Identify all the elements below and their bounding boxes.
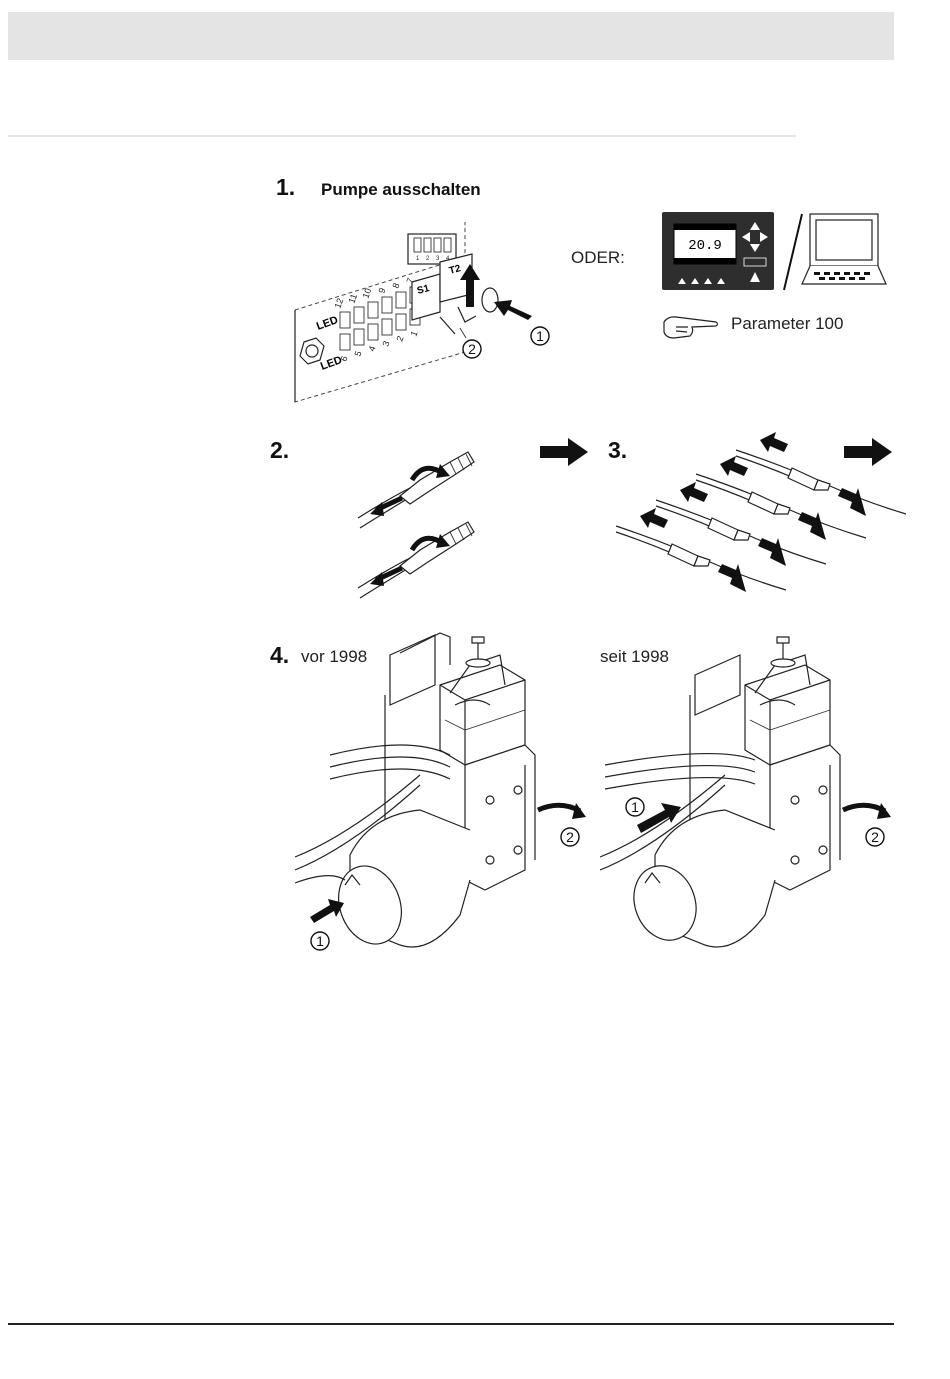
hose-disconnect-illustration [610, 440, 880, 610]
display-value: 20.9 [688, 238, 722, 254]
led-top-label: LED [315, 314, 340, 333]
control-unit-illustration: 20.9 [662, 212, 774, 290]
pump-since-1998-illustration: 1 2 [595, 625, 895, 945]
led-number: 3 [380, 340, 391, 348]
footer-rule [8, 1323, 894, 1325]
control-board-illustration: LED LED 12 11 10 9 8 7 6 5 4 3 2 1 1 2 3… [290, 212, 540, 407]
next-arrow-icon [540, 438, 588, 466]
step-4-right-callout-1: 1 [631, 799, 639, 815]
callout-1: 1 [536, 328, 544, 344]
oder-label: ODER: [571, 248, 625, 268]
step-1-number: 1. [276, 174, 295, 201]
callout-2: 2 [468, 341, 476, 357]
step-2-number: 2. [270, 437, 289, 464]
led-number: 10 [360, 287, 373, 300]
step-4-left-callout-2: 2 [566, 829, 574, 845]
step-1-title: Pumpe ausschalten [321, 180, 481, 200]
parameter-label: Parameter 100 [731, 314, 843, 334]
led-number: 4 [366, 345, 377, 353]
led-number: 9 [376, 287, 387, 295]
header-band [8, 12, 894, 60]
step-4-right-callout-2: 2 [871, 829, 879, 845]
led-number: 12 [332, 297, 345, 310]
step-4-number: 4. [270, 642, 289, 669]
pump-before-1998-illustration: 1 2 [290, 625, 590, 955]
pointing-hand-icon [662, 312, 720, 342]
led-number: 8 [390, 282, 401, 290]
step-4-left-callout-1: 1 [316, 933, 324, 949]
led-number: 2 [394, 335, 405, 343]
led-number: 1 [408, 330, 419, 338]
led-number: 5 [352, 350, 363, 358]
header-rule [8, 135, 796, 137]
laptop-illustration [780, 212, 890, 292]
led-number: 11 [346, 292, 359, 304]
next-arrow-icon [844, 438, 892, 466]
connector-illustration [350, 440, 490, 600]
